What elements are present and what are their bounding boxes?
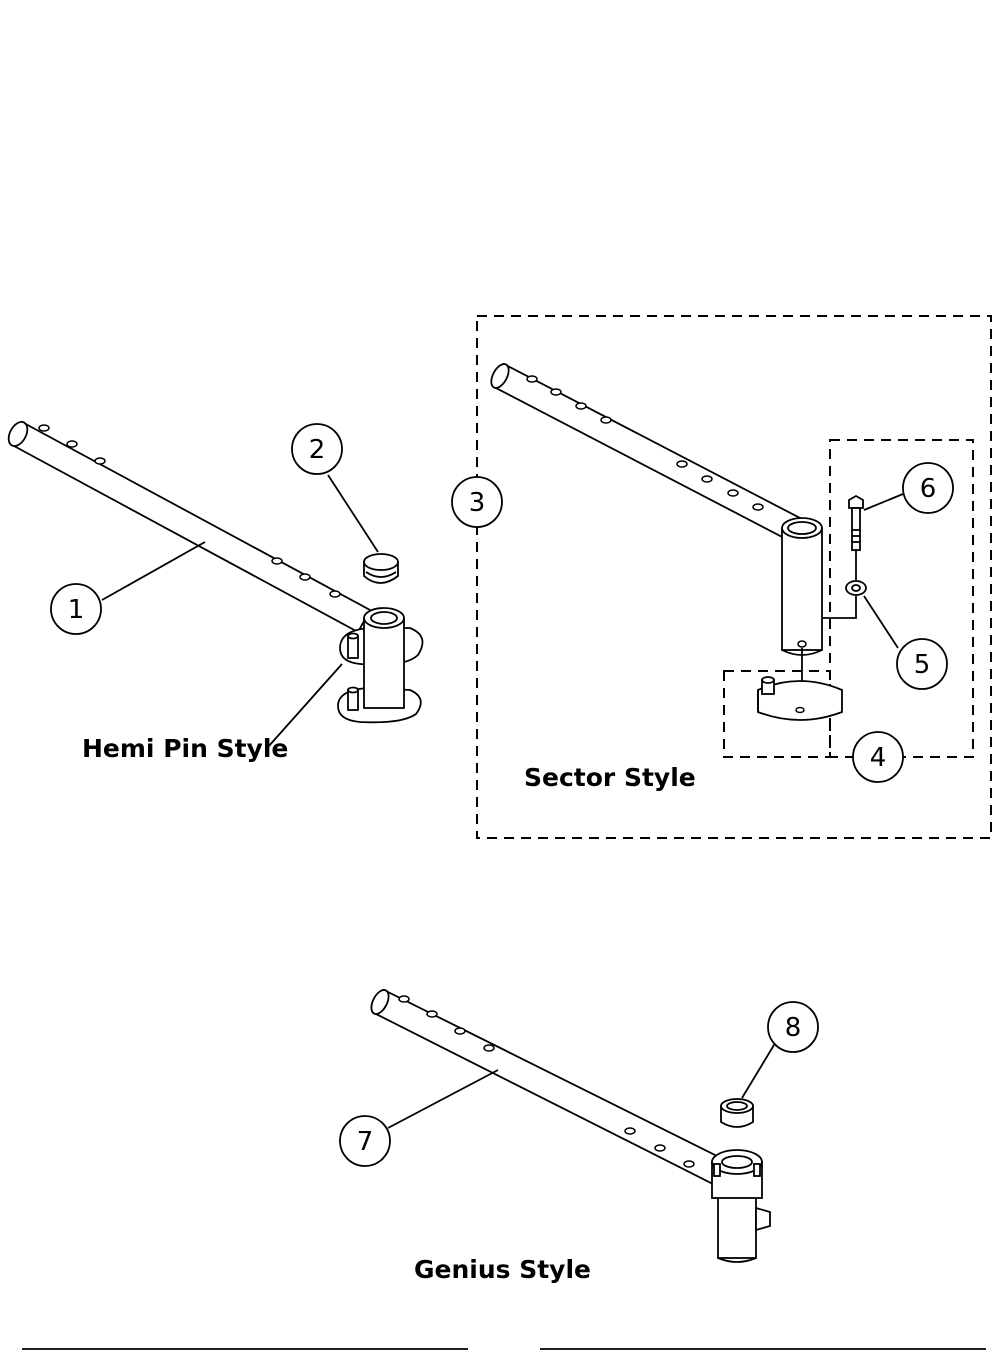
genius-bushing bbox=[721, 1099, 753, 1127]
leader-6 bbox=[864, 494, 903, 510]
callout-4: 4 bbox=[853, 732, 903, 782]
callout-8: 8 bbox=[768, 1002, 818, 1052]
sector-clamp bbox=[758, 677, 842, 720]
callout-1: 1 bbox=[51, 584, 101, 634]
sector-assembly bbox=[477, 316, 991, 838]
leader-8 bbox=[742, 1040, 777, 1098]
label-genius-style: Genius Style bbox=[414, 1255, 591, 1284]
hemi-cap bbox=[364, 554, 398, 583]
callout-3: 3 bbox=[452, 477, 502, 527]
label-sector-style: Sector Style bbox=[524, 763, 696, 792]
callout-7-text: 7 bbox=[357, 1127, 374, 1157]
callout-2: 2 bbox=[292, 424, 342, 474]
genius-housing-lower bbox=[718, 1196, 756, 1258]
genius-assembly bbox=[368, 987, 770, 1262]
leader-7 bbox=[388, 1070, 498, 1128]
leader-1 bbox=[102, 542, 205, 600]
callout-3-text: 3 bbox=[469, 488, 486, 518]
label-hemi-pin-style: Hemi Pin Style bbox=[82, 734, 288, 763]
genius-tube bbox=[376, 990, 725, 1184]
callout-4-text: 4 bbox=[870, 743, 887, 773]
genius-latch bbox=[756, 1208, 770, 1230]
leader-2 bbox=[328, 475, 378, 552]
callout-6-text: 6 bbox=[920, 474, 937, 504]
sector-bolt bbox=[849, 496, 863, 550]
sector-tube bbox=[496, 364, 800, 540]
hemi-pin-assembly bbox=[5, 419, 423, 723]
callout-6: 6 bbox=[903, 463, 953, 513]
hemi-housing bbox=[364, 618, 404, 708]
sector-washer bbox=[846, 581, 866, 595]
callout-5-text: 5 bbox=[914, 650, 931, 680]
leader-5 bbox=[864, 596, 898, 648]
sector-post bbox=[782, 528, 822, 650]
callout-7: 7 bbox=[340, 1116, 390, 1166]
callout-8-text: 8 bbox=[785, 1013, 802, 1043]
callout-1-text: 1 bbox=[68, 595, 85, 625]
callout-2-text: 2 bbox=[309, 435, 326, 465]
callout-5: 5 bbox=[897, 639, 947, 689]
